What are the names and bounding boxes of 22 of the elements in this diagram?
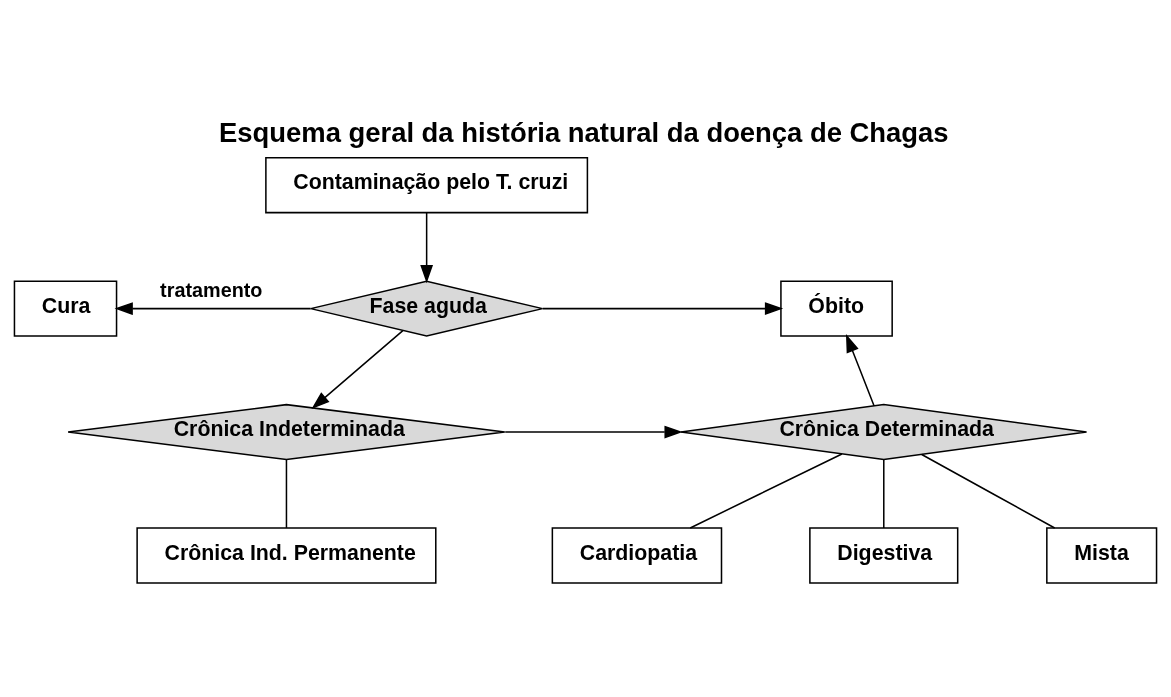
node-box: Cura	[13, 279, 118, 337]
arrow	[114, 301, 312, 315]
arrow	[420, 211, 434, 283]
connector	[689, 452, 843, 529]
connector	[921, 453, 1056, 529]
node-diamond: Crônica Determinada	[680, 403, 1088, 460]
arrow	[504, 425, 683, 438]
arrow	[845, 333, 875, 406]
node-diamond: Fase aguda	[309, 279, 544, 337]
node-box: Digestiva	[809, 526, 959, 584]
arrow	[311, 329, 404, 409]
node-box: Mista	[1046, 526, 1158, 584]
node-diamond: Crônica Indeterminada	[67, 403, 506, 460]
diagram-title: Esquema geral da história natural da doença de Chagas	[219, 116, 949, 148]
node-box: Óbito	[780, 279, 893, 337]
arrow	[541, 301, 784, 315]
node-box: Crônica Ind. Permanente	[136, 526, 437, 584]
connector	[285, 458, 288, 529]
connector	[883, 458, 885, 529]
node-box: Contaminação pelo T. cruzi	[265, 156, 589, 213]
edge-label: tratamento	[160, 278, 263, 301]
node-box: Cardiopatia	[551, 526, 723, 584]
